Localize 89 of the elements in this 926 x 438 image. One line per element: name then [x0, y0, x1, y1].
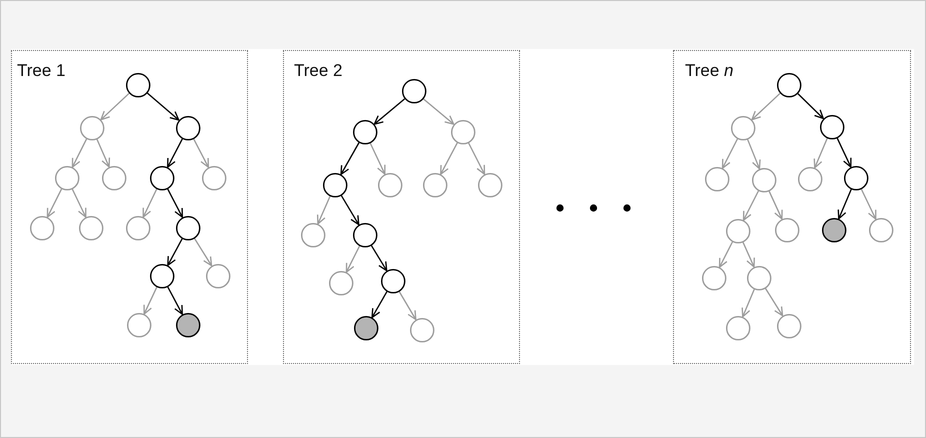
tree-node — [352, 120, 378, 144]
tree-panel — [283, 50, 520, 364]
highlighted-tree-node — [354, 316, 378, 340]
arrow — [167, 286, 183, 315]
tree-node — [844, 166, 868, 190]
tree-panel — [11, 50, 248, 364]
tree-node — [102, 166, 126, 190]
tree-node — [78, 216, 104, 240]
tree-label: Tree n — [685, 61, 734, 81]
tree-node — [328, 270, 354, 296]
arrow — [193, 138, 210, 168]
arrow — [814, 138, 828, 168]
tree-node — [176, 216, 200, 240]
tree-node — [774, 218, 800, 242]
arrow — [742, 289, 755, 318]
arrow — [370, 245, 388, 272]
arrow — [96, 138, 110, 168]
tree-node — [730, 116, 756, 140]
arrow — [468, 142, 486, 175]
tree-node — [726, 218, 750, 244]
tree-label: Tree 1 — [17, 61, 66, 81]
tree-node — [176, 116, 200, 140]
tree-node — [126, 72, 150, 98]
tree-node — [126, 216, 150, 240]
tree-node — [450, 120, 476, 144]
tree-node — [30, 216, 54, 240]
tree-node — [380, 268, 406, 294]
arrow — [100, 92, 130, 120]
tree-node — [798, 166, 822, 192]
tree-node — [80, 116, 104, 140]
arrow — [340, 195, 360, 226]
arrow — [746, 139, 761, 170]
highlighted-tree-node — [176, 312, 200, 338]
arrow — [340, 142, 360, 176]
tree-label: Tree 2 — [294, 61, 343, 81]
arrow — [194, 238, 212, 266]
tree-node — [202, 166, 226, 190]
arrow — [316, 196, 331, 224]
arrow — [751, 92, 781, 120]
tree-node — [402, 78, 426, 104]
tree-node — [776, 72, 802, 98]
arrow — [838, 188, 852, 220]
arrow — [370, 142, 386, 175]
arrow — [742, 242, 755, 268]
tree-node — [126, 312, 152, 338]
arrow — [46, 188, 62, 218]
tree-panel — [673, 50, 911, 364]
tree-node — [300, 222, 326, 248]
arrow — [764, 288, 784, 316]
arrow — [374, 98, 406, 125]
arrow — [167, 188, 184, 218]
arrow — [797, 93, 824, 120]
tree-node — [726, 316, 750, 340]
arrow — [72, 138, 88, 168]
tree-node — [820, 114, 844, 140]
arrow — [167, 238, 183, 266]
arrow — [440, 142, 458, 175]
tree-node — [54, 166, 80, 190]
tree-node — [868, 218, 894, 242]
arrow — [718, 242, 734, 268]
arrow — [398, 291, 416, 320]
tree-node — [746, 266, 772, 290]
tree-node — [322, 172, 348, 198]
tree-node — [704, 166, 730, 192]
arrow — [72, 188, 86, 218]
arrow — [146, 92, 180, 121]
tree-node — [206, 264, 230, 288]
highlighted-tree-node — [822, 218, 846, 242]
tree-node — [150, 264, 174, 288]
arrow — [768, 190, 783, 220]
tree-node — [378, 172, 402, 198]
tree-node — [150, 166, 174, 190]
arrow — [371, 291, 388, 318]
arrow — [143, 286, 158, 315]
arrow — [722, 138, 738, 169]
tree-node — [478, 172, 502, 198]
tree-node — [752, 168, 776, 192]
arrow — [860, 188, 876, 220]
arrow — [836, 138, 852, 168]
arrow — [742, 190, 760, 221]
tree-node — [776, 314, 802, 338]
tree-node — [702, 266, 726, 290]
tree-node — [422, 172, 448, 198]
arrow — [422, 98, 454, 125]
arrow — [346, 246, 360, 273]
tree-node — [410, 318, 434, 342]
arrow — [142, 188, 158, 218]
tree-node — [352, 222, 378, 248]
arrow — [166, 138, 183, 168]
